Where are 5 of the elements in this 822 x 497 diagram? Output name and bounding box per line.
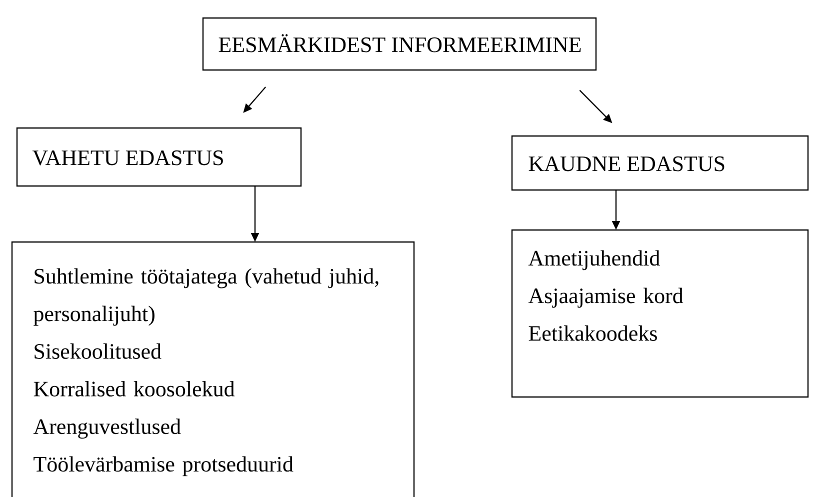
text-box: VAHETU EDASTUS xyxy=(16,127,302,187)
text-box: Ametijuhendid Asjaajamise kord Eetikakoodeks xyxy=(511,229,809,398)
text-box: EESMÄRKIDEST INFORMEERIMINE xyxy=(202,17,597,71)
text-box: Suhtlemine töötajatega (vahetud juhid, personalijuht) Sisekoolitused Korralised koosolekud Arenguvestlused Töölevärbamise protseduurid xyxy=(11,241,415,497)
text-box: KAUDNE EDASTUS xyxy=(511,135,809,191)
